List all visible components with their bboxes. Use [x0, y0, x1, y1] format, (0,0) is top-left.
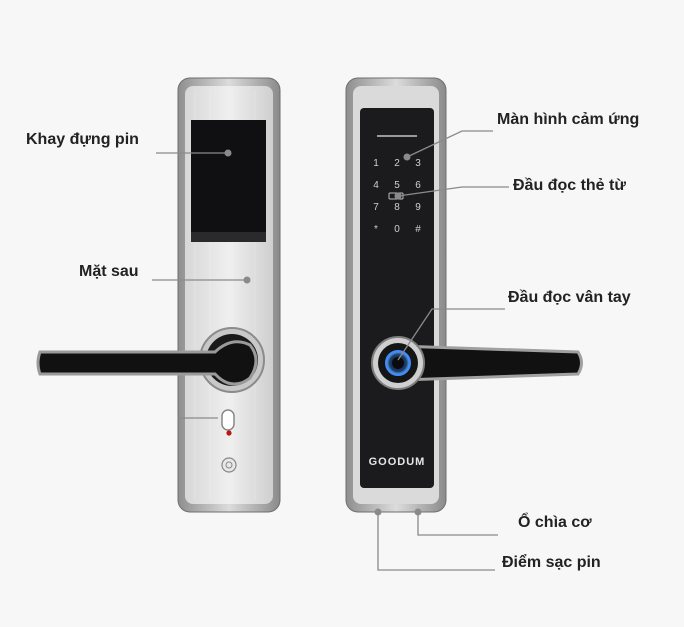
brand-logo: GOODUM: [369, 456, 426, 468]
card-reader-icon: [388, 192, 404, 200]
label-card-reader: Đầu đọc thẻ từ: [513, 177, 626, 194]
battery-tray: [191, 120, 266, 242]
key: 9: [415, 202, 421, 213]
key: #: [415, 224, 421, 235]
back-plate: [36, 77, 281, 513]
label-battery-tray: Khay đựng pin: [26, 131, 139, 148]
label-fingerprint-reader: Đầu đọc vân tay: [508, 289, 631, 306]
key: 4: [373, 180, 379, 191]
leader-lines: [152, 130, 509, 571]
label-key-slot: Ổ chìa cơ: [518, 514, 592, 531]
key: 8: [394, 202, 400, 213]
key: 1: [373, 158, 379, 169]
back-handle: [36, 340, 258, 386]
front-handle: [396, 344, 583, 382]
indicator-dot: [226, 430, 232, 436]
key: 2: [394, 158, 400, 169]
key: 6: [415, 180, 421, 191]
label-charging-point: Điểm sạc pin: [502, 554, 601, 571]
key: 3: [415, 158, 421, 169]
keypad: 1 2 3 4 5 6 7 8 9 * 0 #: [373, 158, 421, 235]
label-touch-screen: Màn hình cảm ứng: [497, 111, 640, 128]
key: 5: [394, 180, 400, 191]
key: 0: [394, 224, 400, 235]
leader-dots: [224, 149, 422, 516]
key: *: [374, 224, 378, 235]
label-back-side: Mặt sau: [79, 263, 139, 280]
key: 7: [373, 202, 379, 213]
front-panel: [360, 108, 434, 488]
front-plate: 1 2 3 4 5 6 7 8 9 * 0 # GOODUM: [345, 77, 583, 513]
